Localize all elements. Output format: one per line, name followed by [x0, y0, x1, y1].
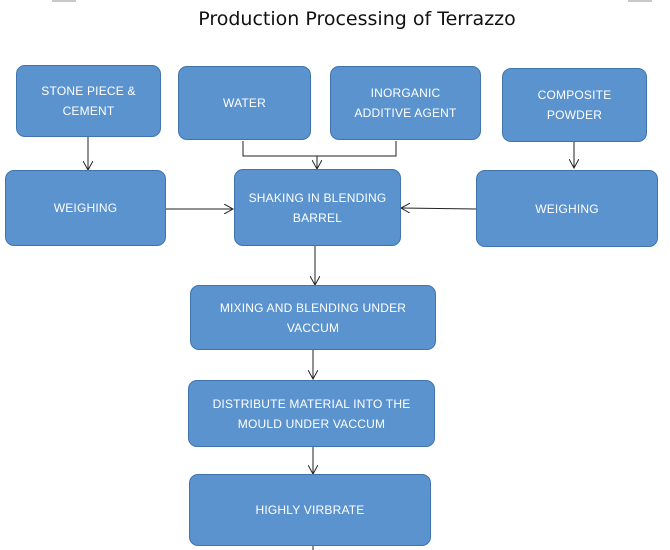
node-shaking-in-blending-barrel: SHAKING IN BLENDING BARREL — [234, 169, 401, 246]
node-distribute-material: DISTRIBUTE MATERIAL INTO THE MOULD UNDER… — [188, 380, 435, 447]
node-inorganic-additive-agent: INORGANIC ADDITIVE AGENT — [330, 66, 481, 140]
diagram-title: Production Processing of Terrazzo — [198, 8, 516, 30]
arrow-weighing-right-to-shaking — [401, 208, 477, 209]
page-corner-mark-right — [628, 0, 652, 2]
node-mixing-and-blending: MIXING AND BLENDING UNDER VACCUM — [190, 285, 436, 350]
bracket-water-additive — [242, 141, 397, 157]
node-highly-vibrate: HIGHLY VIRBRATE — [189, 474, 431, 546]
node-stone-piece-cement: STONE PIECE & CEMENT — [16, 65, 161, 137]
node-water: WATER — [178, 66, 311, 140]
page-corner-mark-left — [52, 0, 76, 2]
node-weighing-right: WEIGHING — [476, 170, 658, 247]
node-weighing-left: WEIGHING — [5, 170, 166, 246]
node-composite-powder: COMPOSITE POWDER — [502, 68, 647, 142]
